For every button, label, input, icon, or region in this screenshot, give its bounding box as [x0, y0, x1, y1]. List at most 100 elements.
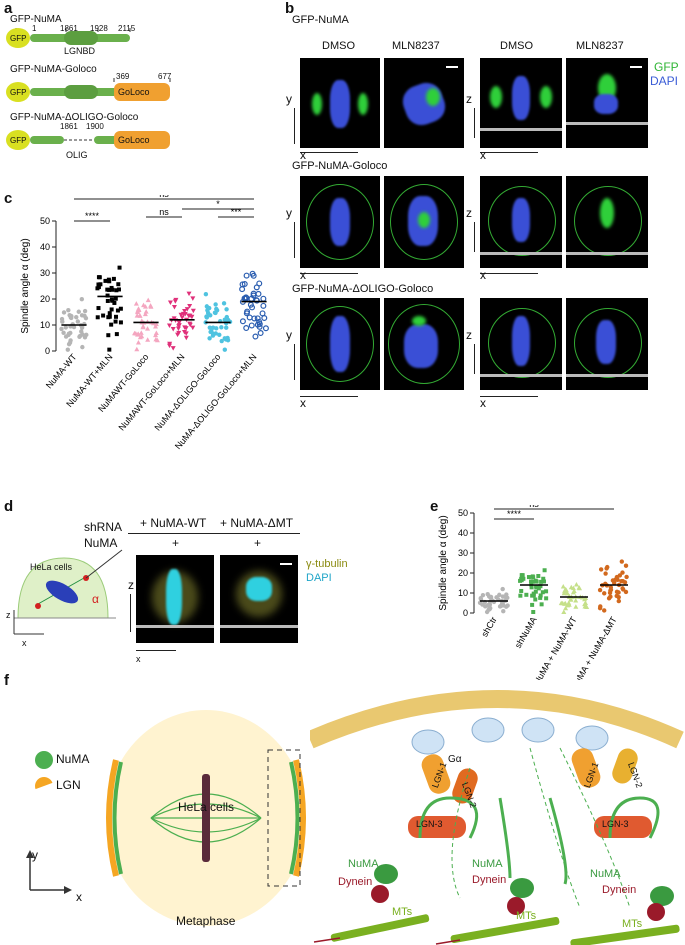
- data-point: [241, 280, 248, 287]
- data-point: [82, 308, 88, 314]
- scale-bar: [130, 594, 131, 632]
- data-point: [620, 570, 625, 575]
- data-point: [208, 313, 213, 318]
- data-point: [190, 296, 196, 301]
- y-tick-label: 20: [458, 568, 468, 578]
- data-point: [142, 304, 148, 309]
- data-point: [538, 593, 543, 598]
- legend-dapi: DAPI: [650, 74, 679, 88]
- axis-z-label: z: [466, 92, 472, 106]
- data-point: [114, 288, 119, 293]
- data-point: [564, 590, 570, 596]
- hela-cell-schematic: [13, 549, 123, 635]
- residue-label: 677: [158, 72, 172, 81]
- data-point: [540, 590, 545, 595]
- y-tick-label: 10: [40, 320, 50, 330]
- data-point: [562, 587, 568, 593]
- residue-label: 1: [32, 24, 37, 33]
- data-point: [59, 326, 64, 332]
- data-point: [243, 295, 250, 302]
- significance-label: ****: [507, 509, 522, 519]
- y-tick-label: 40: [40, 242, 50, 252]
- scale-bar: [480, 152, 538, 153]
- data-point: [538, 584, 543, 589]
- data-point: [582, 603, 588, 609]
- data-point: [80, 344, 85, 350]
- column-header-numa-dmt: + NuMA-ΔMT: [220, 516, 294, 530]
- data-point: [172, 299, 178, 304]
- data-point: [606, 596, 612, 601]
- data-point: [488, 595, 493, 600]
- y-tick-label: 0: [45, 346, 50, 356]
- residue-label: 1928: [90, 24, 108, 33]
- construct-name: GFP-NuMA-Goloco: [10, 64, 97, 75]
- residue-label: 369: [116, 72, 130, 81]
- data-point: [96, 306, 101, 311]
- hela-cells-label: HeLa cells: [30, 562, 73, 572]
- significance-label: *: [216, 199, 220, 209]
- data-point: [573, 604, 579, 609]
- scale-bar: [300, 273, 358, 274]
- scale-bar: [294, 222, 295, 258]
- lgn3-label: LGN-3: [416, 819, 443, 829]
- data-point: [137, 313, 143, 318]
- data-point: [619, 559, 625, 564]
- scale-bar: [480, 273, 538, 274]
- data-point: [170, 327, 176, 332]
- goloco-label: GoLoco: [118, 135, 150, 145]
- data-point: [607, 590, 613, 596]
- data-point: [222, 317, 227, 322]
- scale-bar: [474, 222, 475, 252]
- data-point: [166, 323, 172, 328]
- row-title: GFP-NuMA: [292, 14, 349, 26]
- data-point: [135, 332, 141, 337]
- data-point: [259, 310, 266, 317]
- row-title: GFP-NuMA-ΔOLIGO-Goloco: [292, 283, 434, 295]
- axis-x-label: x: [300, 148, 306, 162]
- residue-label: 2115: [118, 24, 136, 33]
- data-point: [480, 602, 485, 607]
- data-point: [66, 341, 72, 347]
- axis-x-label: x: [480, 148, 486, 162]
- data-point: [223, 337, 229, 342]
- micrograph: [300, 298, 380, 390]
- column-header-mln: MLN8237: [392, 40, 440, 52]
- significance-label: ****: [587, 505, 602, 509]
- data-point: [135, 308, 141, 313]
- category-label: shCtr: [479, 615, 498, 639]
- data-point: [76, 309, 81, 314]
- data-point: [118, 320, 123, 325]
- data-point: [568, 596, 574, 602]
- mts-label: MTs: [516, 910, 537, 922]
- micrograph: [300, 58, 380, 148]
- data-point: [530, 602, 535, 607]
- legend-dapi: DAPI: [306, 572, 332, 584]
- data-point: [210, 333, 216, 338]
- data-point: [97, 275, 102, 280]
- data-point: [602, 608, 607, 613]
- data-point: [255, 290, 262, 297]
- construct-name: GFP-NuMA: [10, 14, 62, 25]
- micrograph: [384, 298, 464, 390]
- data-point: [142, 311, 148, 317]
- data-point: [109, 297, 114, 302]
- data-point: [180, 311, 186, 317]
- row-title: GFP-NuMA-Goloco: [292, 160, 388, 172]
- data-point: [132, 330, 138, 336]
- data-point: [111, 276, 116, 281]
- data-point: [171, 316, 177, 321]
- data-point: [186, 291, 192, 297]
- data-point: [616, 598, 622, 604]
- data-point: [256, 318, 263, 325]
- micrograph: [566, 298, 648, 390]
- data-point: [103, 278, 108, 283]
- data-point: [139, 333, 145, 339]
- legend-numa: NuMA: [56, 752, 90, 766]
- data-point: [182, 325, 188, 330]
- axis-y-label: y: [32, 848, 38, 862]
- data-point: [518, 593, 523, 598]
- data-point: [244, 308, 251, 315]
- data-point: [135, 339, 141, 345]
- gfp-label: GFP: [10, 88, 27, 97]
